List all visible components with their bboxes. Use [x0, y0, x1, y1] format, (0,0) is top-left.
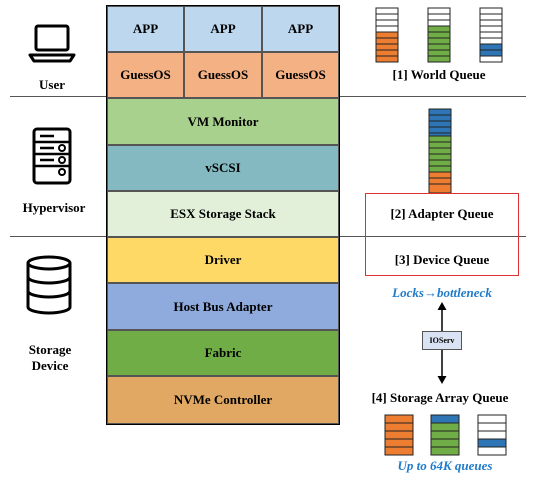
- array-queue-green: [430, 414, 460, 456]
- ioserv-label: IOServ: [429, 336, 455, 345]
- world-queue-green: [427, 7, 451, 63]
- world-queue-orange: [375, 7, 399, 63]
- layer-esx-storage-stack: ESX Storage Stack: [107, 191, 339, 237]
- layer-fabric: Fabric: [107, 330, 339, 376]
- layer-nvme-controller: NVMe Controller: [107, 376, 339, 424]
- layer-vm-monitor: VM Monitor: [107, 98, 339, 145]
- layer-vscsi: vSCSI: [107, 145, 339, 191]
- device-queue-label: [3] Device Queue: [394, 252, 490, 267]
- ioserv-box: IOServ: [422, 331, 462, 350]
- array-queue-orange: [384, 414, 414, 456]
- hypervisor-label: Hypervisor: [22, 200, 86, 215]
- app-cell-2: APP: [184, 6, 262, 52]
- guestos-cell-1: GuessOS: [107, 52, 184, 98]
- world-queue-label: [1] World Queue: [392, 67, 486, 82]
- layer-driver: Driver: [107, 237, 339, 283]
- locks-bottleneck-label: Locks→bottleneck: [392, 285, 492, 300]
- app-cell-1: APP: [107, 6, 184, 52]
- layer-host-bus-adapter: Host Bus Adapter: [107, 283, 339, 330]
- adapter-queue-icon: [428, 108, 452, 194]
- database-icon: [24, 255, 74, 319]
- guestos-cell-2: GuessOS: [184, 52, 262, 98]
- storage-array-queue-label: [4] Storage Array Queue: [371, 390, 509, 405]
- storage-array-queue-icons: [384, 414, 508, 456]
- storage-label-line1: Storage: [28, 342, 72, 357]
- queue-highlight-box: [365, 193, 519, 276]
- up-to-64k-label: Up to 64K queues: [397, 458, 493, 473]
- app-cell-3: APP: [262, 6, 339, 52]
- adapter-queue-label: [2] Adapter Queue: [390, 206, 494, 221]
- storage-label-line2: Device: [31, 358, 69, 373]
- world-queue-blue: [479, 7, 503, 63]
- laptop-icon: [28, 22, 76, 64]
- server-icon: [32, 127, 72, 185]
- world-queue-icons: [374, 7, 504, 63]
- user-label: User: [39, 77, 65, 92]
- guestos-cell-3: GuessOS: [262, 52, 339, 98]
- array-queue-blue: [477, 414, 507, 456]
